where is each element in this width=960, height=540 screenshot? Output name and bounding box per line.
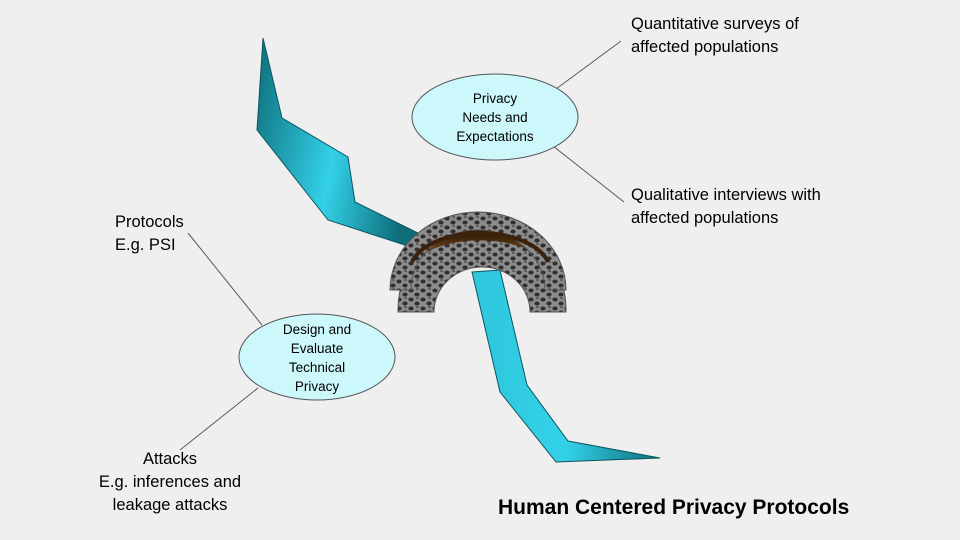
- connector-quantitative: [555, 40, 622, 90]
- connector-protocols: [187, 232, 263, 326]
- river-upper-segment: [256, 37, 429, 251]
- design-evaluate-line: Privacy: [294, 379, 340, 394]
- bridge-icon: [389, 211, 567, 313]
- connector-qualitative: [552, 145, 625, 203]
- quantitative-annotation: Quantitative surveys of affected populat…: [631, 13, 799, 59]
- river-lower-segment: [471, 269, 661, 463]
- design-evaluate-line: Design and: [282, 322, 352, 337]
- connector-lines: [179, 40, 625, 451]
- annotation-line: affected populations: [631, 209, 779, 227]
- annotation-line: leakage attacks: [112, 496, 228, 514]
- privacy-needs-ellipse: [411, 73, 579, 161]
- annotation-line: E.g. PSI: [115, 236, 176, 254]
- connector-attacks: [179, 387, 259, 451]
- protocols-annotation: Protocols E.g. PSI: [115, 211, 184, 257]
- annotation-line: E.g. inferences and: [98, 473, 242, 491]
- annotation-line: Protocols: [115, 213, 184, 231]
- diagram-title: Human Centered Privacy Protocols: [498, 496, 850, 519]
- privacy-needs-line: Expectations: [456, 129, 534, 144]
- design-evaluate-ellipse: [238, 313, 396, 401]
- annotation-line: Qualitative interviews with: [631, 186, 821, 204]
- privacy-needs-line: Privacy: [472, 91, 518, 106]
- design-evaluate-line: Evaluate: [290, 341, 344, 356]
- annotation-line: Quantitative surveys of: [631, 15, 799, 33]
- attacks-annotation: Attacks E.g. inferences and leakage atta…: [70, 448, 270, 517]
- privacy-needs-label: Privacy Needs and Expectations: [415, 89, 575, 146]
- design-evaluate-label: Design and Evaluate Technical Privacy: [237, 320, 397, 396]
- qualitative-annotation: Qualitative interviews with affected pop…: [631, 184, 821, 230]
- privacy-needs-line: Needs and: [462, 110, 528, 125]
- design-evaluate-line: Technical: [288, 360, 346, 375]
- annotation-line: affected populations: [631, 38, 779, 56]
- annotation-line: Attacks: [142, 450, 198, 468]
